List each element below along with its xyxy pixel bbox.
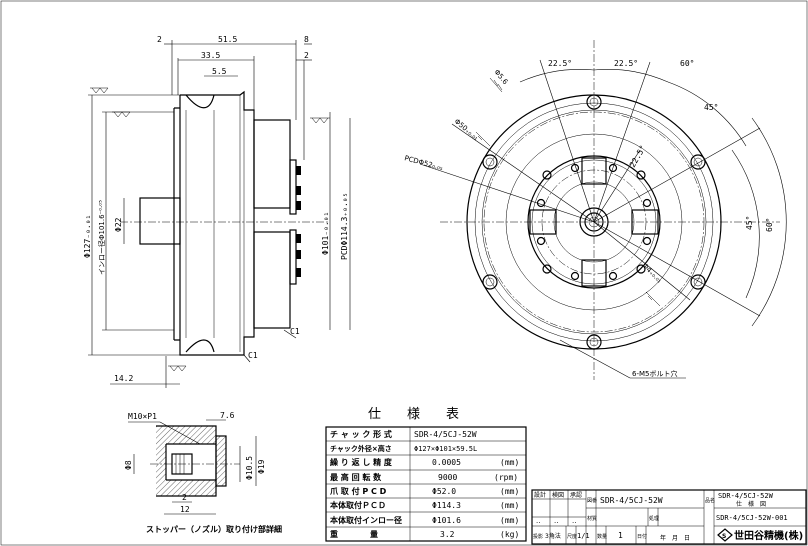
spec-value-5: Φ114.3 [432,501,461,510]
dim-angle-22-5a: 22.5° [548,59,572,68]
spec-label-2: 繰 り 返 し 精 度 [330,457,393,467]
spec-label-7: 重 量 [330,529,378,539]
company-logo: S [717,528,733,542]
spec-value-1: Φ127×Φ101×59.5L [414,445,477,453]
tb-qty: 1 [618,531,623,540]
dim-14-2: 14.2 [114,374,133,383]
detail-caption: ストッパー（ノズル）取り付け部詳細 [146,524,282,534]
dim-angle-45a: 45° [704,103,718,112]
dim-dia-101: Φ101₋₀.₀₁ [321,212,330,255]
dim-top-33-5: 33.5 [201,51,220,60]
detail-dia-19: Φ19 [257,459,266,474]
svg-text:S: S [722,533,726,540]
dim-dia-4: Φ4₊₀.₀₁ [641,262,664,285]
side-view: 22.5° 22.5° 60° 45° 45° 60° 22.5° Φ5.6 Φ… [403,40,787,380]
spec-value-6: Φ101.6 [432,516,461,525]
spec-label-5: 本体取付ＰＣＤ [329,500,386,510]
tb-name-sub: 仕 様 図 [736,500,766,508]
spec-value-7: 3.2 [440,530,455,539]
tb-name-value: SDR-4/5CJ-52W [718,492,774,500]
tb-dots-1: .. [536,517,540,525]
detail-7-6: 7.6 [220,411,235,420]
tb-process: 処理 [649,515,659,522]
tb-model: SDR-4/5CJ-52W [600,496,663,505]
detail-m10: M10×P1 [128,412,157,421]
tb-zuban2: SDR-4/5CJ-52W-001 [716,514,788,522]
label-m5-bolt: 6-M5ボルト穴 [632,369,677,378]
tb-dots-3: .. [572,517,576,525]
front-view: 2 51.5 8 33.5 2 5.5 Φ127₋₀.₀₁ インロー径Φ101.… [83,35,351,388]
spec-value-0: SDR-4/5CJ-52W [414,430,477,439]
dim-top-2b: 2 [304,51,309,60]
detail-view: M10×P1 7.6 Φ8 Φ10.5 Φ19 2 12 ストッパー（ノズル）取… [124,411,282,534]
label-c1-a: C1 [248,351,258,360]
dim-top-8: 8 [304,35,309,44]
tb-design: 設計 [534,491,546,499]
label-c1-b: C1 [290,327,300,336]
detail-dia-8: Φ8 [124,460,133,470]
spec-label-6: 本体取付インロー径 [329,515,402,525]
dim-top-5-5: 5.5 [212,67,227,76]
tb-check: 検図 [552,491,564,499]
spec-label-4: 爪 取 付 P C D [330,486,387,496]
detail-2: 2 [182,493,187,502]
spec-value-4: Φ52.0 [432,487,456,496]
title-block: 設計 検図 承認 .. .. .. 図番 SDR-4/5CJ-52W 材質 処理… [531,489,807,545]
spec-table: 仕 様 表 チ ャ ッ ク 形 式 SDR-4/5CJ-52W チャック外径×高… [325,407,527,542]
tb-qty-label: 数量 [597,533,607,540]
dim-inro-101-6: インロー径Φ101.6⁻⁰·⁰⁵ [97,200,106,275]
spec-unit-5: (mm) [500,501,519,510]
dim-top-2: 2 [157,35,162,44]
tb-method-label: 投影 [533,533,543,540]
dim-pcd-114-3: PCDΦ114.3₊₀.₀₅ [340,193,349,260]
spec-title: 仕 様 表 [368,407,459,422]
dim-angle-60: 60° [680,59,694,68]
dim-dia-22: Φ22 [114,217,123,232]
spec-label-1: チャック外径×高さ [330,444,392,453]
tb-dots-2: .. [554,517,558,525]
spec-unit-7: (kg) [500,530,519,539]
spec-value-2: 0.0005 [432,458,461,467]
tb-approve: 承認 [570,491,582,499]
dim-pcd-52: PCDΦ52₀.₀₅ [403,154,443,172]
dim-angle-60b: 60° [765,218,774,232]
tb-scale-label: 尺度 [567,533,577,540]
dim-top-51-5: 51.5 [218,35,237,44]
tb-name-label: 品名 [705,497,715,504]
detail-dia-10-5: Φ10.5 [245,456,254,480]
detail-12: 12 [180,505,190,514]
tb-zuban-label: 図番 [587,497,597,504]
spec-unit-2: (mm) [500,458,519,467]
dim-angle-22-5c: 22.5° [628,144,648,169]
spec-unit-4: (mm) [500,487,519,496]
tb-company: 世田谷精機(株) [734,529,803,542]
spec-value-3: 9000 [438,473,457,482]
dim-dia-127: Φ127₋₀.₀₁ [83,215,92,258]
spec-unit-6: (mm) [500,516,519,525]
spec-label-0: チ ャ ッ ク 形 式 [330,429,392,439]
tb-date: 年 月 日 [660,534,690,542]
tb-material: 材質 [587,515,597,522]
spec-label-3: 最 高 回 転 数 [330,472,382,482]
tb-method: 3角法 [545,532,561,540]
spec-unit-3: (rpm) [494,473,518,482]
tb-scale: 1/1 [577,532,590,540]
tb-date-label: 日付 [637,533,647,540]
dim-angle-22-5b: 22.5° [614,59,638,68]
dim-angle-45b: 45° [745,216,754,230]
dim-dia-50: Φ50₊₀.₀₁ [453,117,480,142]
